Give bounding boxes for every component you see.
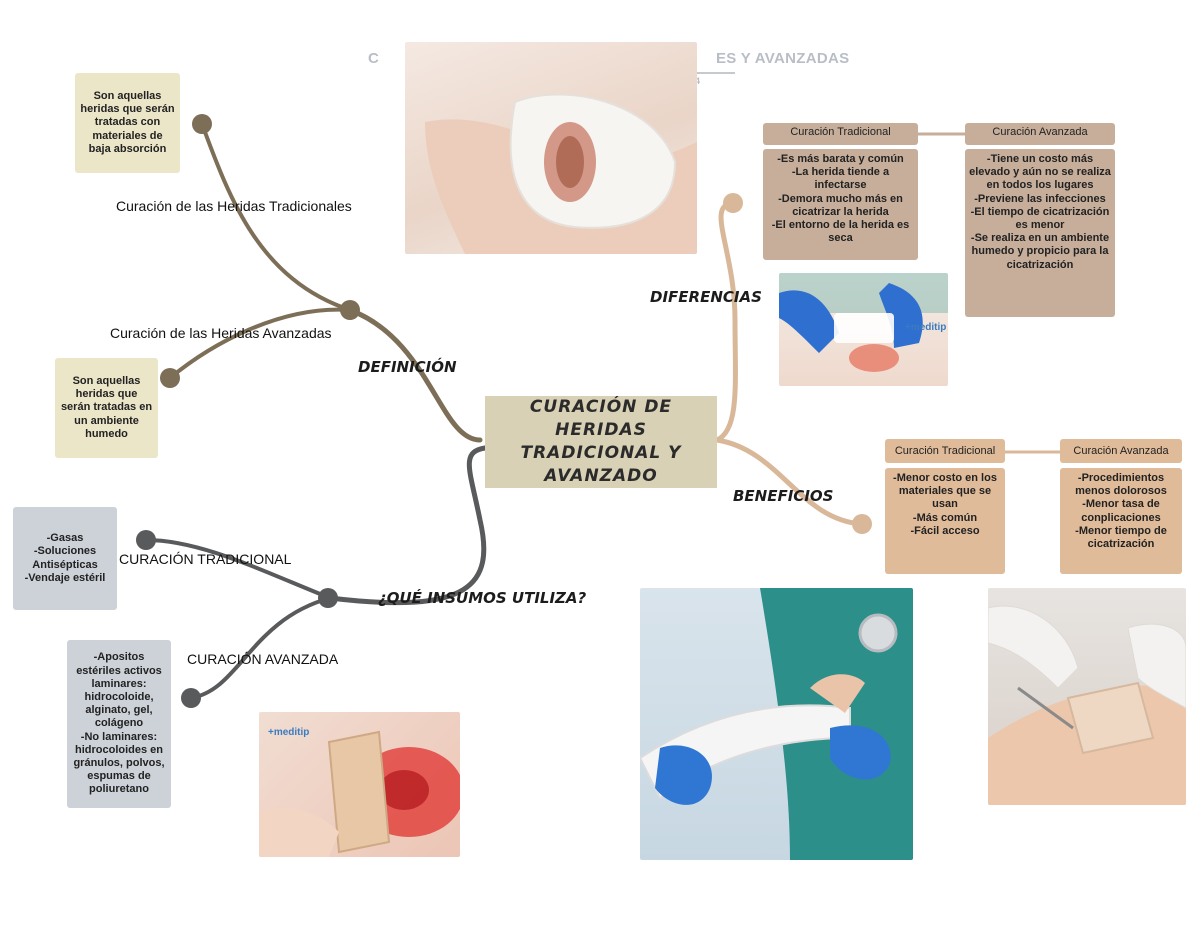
definicion-tradicional-label: Curación de las Heridas Tradicionales [116, 198, 352, 214]
node-definicion-tradicional [192, 114, 212, 134]
link-definicion-avanzada [168, 307, 352, 380]
insumos-avanzada-note: -Apositos estériles activos laminares: h… [67, 640, 171, 808]
link-insumos-tradicional [144, 538, 332, 600]
brand-logo-meditip-1: +meditip [268, 727, 310, 738]
section-diferencias-label: DIFERENCIAS [650, 288, 762, 306]
link-insumos-main [327, 445, 488, 606]
beneficios-avanzada-title: Curación Avanzada [1060, 439, 1182, 463]
diferencias-avanzada-body: -Tiene un costo más elevado y aún no se … [965, 149, 1115, 317]
photo-advanced-dressing [259, 712, 460, 857]
section-definicion-label: DEFINICIÓN [358, 358, 457, 376]
photo-bandaging-arm [640, 588, 913, 860]
node-insumos [318, 588, 338, 608]
node-insumos-tradicional [136, 530, 156, 550]
section-beneficios-label: BENEFICIOS [733, 487, 834, 505]
beneficios-avanzada-body: -Procedimientos menos dolorosos -Menor t… [1060, 468, 1182, 574]
photo-bandaged-hand [405, 42, 697, 254]
link-definicion-tradicional [200, 122, 352, 312]
link-insumos-avanzada [189, 596, 332, 700]
diferencias-tradicional-body: -Es más barata y común -La herida tiende… [763, 149, 918, 260]
photo-applying-dressing [988, 588, 1186, 805]
beneficios-tradicional-body: -Menor costo en los materiales que se us… [885, 468, 1005, 574]
node-diferencias [723, 193, 743, 213]
central-topic: CURACIÓN DE HERIDAS TRADICIONAL Y AVANZA… [485, 396, 717, 488]
brand-logo-meditip-2: +meditip [905, 322, 947, 333]
node-definicion-avanzada [160, 368, 180, 388]
node-insumos-avanzada [181, 688, 201, 708]
insumos-avanzada-label: CURACIÓN AVANZADA [187, 651, 339, 667]
page-title: C [368, 50, 380, 67]
diferencias-tradicional-title: Curación Tradicional [763, 123, 918, 145]
photo-gloved-treatment [779, 273, 948, 386]
insumos-tradicional-label: CURACIÓN TRADICIONAL [119, 551, 292, 567]
diferencias-avanzada-title: Curación Avanzada [965, 123, 1115, 145]
link-diferencias [714, 200, 738, 443]
section-insumos-label: ¿QUÉ INSUMOS UTILIZA? [378, 589, 587, 607]
node-beneficios [852, 514, 872, 534]
insumos-tradicional-note: -Gasas -Soluciones Antisépticas -Vendaje… [13, 507, 117, 610]
page-title-visible: ES Y AVANZADAS [716, 50, 850, 67]
definicion-avanzada-note: Son aquellas heridas que serán tratadas … [55, 358, 158, 458]
link-beneficios [714, 437, 865, 527]
beneficios-tradicional-title: Curación Tradicional [885, 439, 1005, 463]
definicion-avanzada-label: Curación de las Heridas Avanzadas [110, 325, 332, 341]
definicion-tradicional-note: Son aquellas heridas que serán tratadas … [75, 73, 180, 173]
link-definicion-main [347, 307, 483, 443]
node-definicion [340, 300, 360, 320]
